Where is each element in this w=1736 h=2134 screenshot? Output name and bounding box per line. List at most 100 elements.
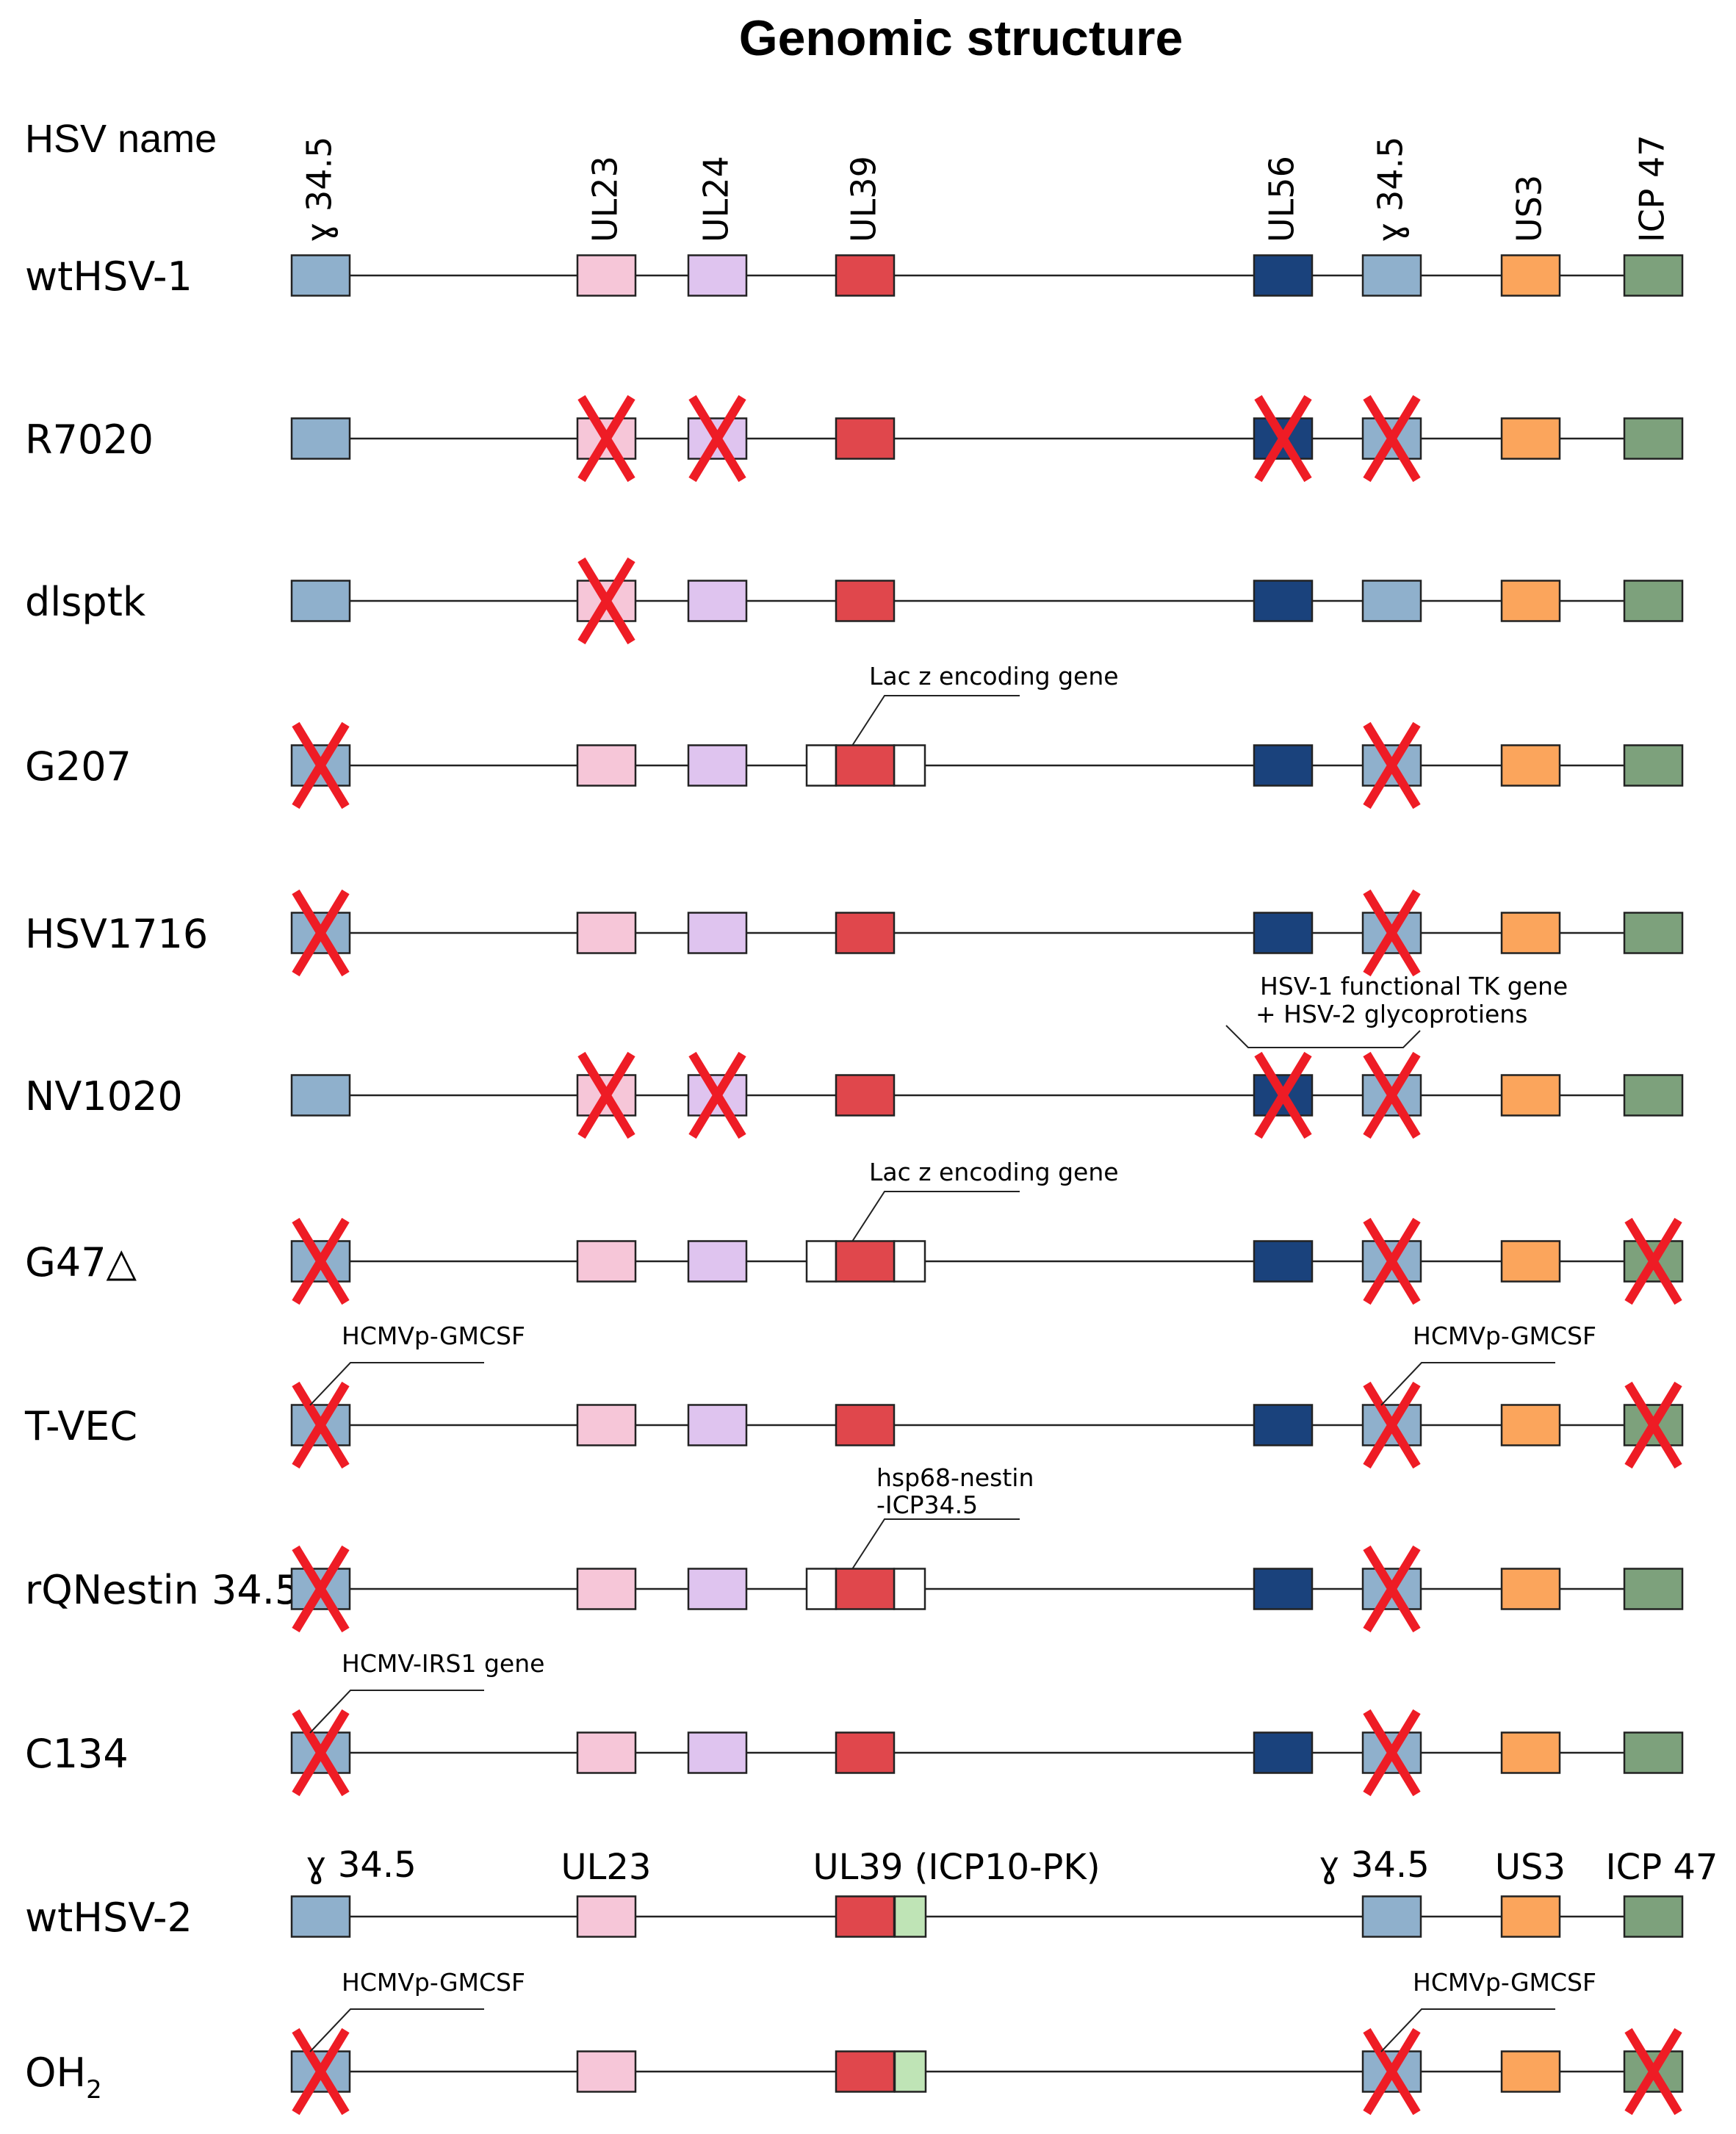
hsv1-gene-label: ɣ 34.5	[1371, 137, 1411, 242]
deletion-mark	[577, 1051, 635, 1139]
gene-box-us3	[1500, 744, 1561, 787]
gene-box-g1	[290, 417, 351, 460]
deletion-mark	[292, 1217, 350, 1305]
insert-flank-right	[893, 1568, 926, 1610]
genome-row: HSV1716	[25, 889, 1684, 977]
annotation-text: HCMVp-GMCSF	[342, 1322, 525, 1350]
gene-box-icp10pk	[893, 2050, 927, 2093]
gene-box-us3	[1500, 1074, 1561, 1117]
deletion-mark	[292, 1381, 350, 1469]
deletion-mark	[292, 1545, 350, 1633]
deletion-mark	[1363, 2027, 1421, 2116]
genome-row: T-VEC HCMVp-GMCSF HCMVp-GMCSF	[24, 1322, 1684, 1469]
deletion-mark	[1363, 1051, 1421, 1139]
hsv-name: T-VEC	[24, 1403, 137, 1449]
genome-row: G47△Lac z encoding gene	[25, 1158, 1684, 1305]
insert-flank-left	[805, 1240, 838, 1283]
gene-box-g2	[1361, 744, 1422, 787]
gene-box-ul56	[1253, 1568, 1314, 1610]
gene-box-icp47	[1623, 1074, 1684, 1117]
annotation-leader	[851, 1518, 1020, 1570]
annotation-text: HCMVp-GMCSF	[1413, 1968, 1596, 1997]
gene-box-g2	[1361, 1895, 1422, 1938]
deletion-mark	[292, 721, 350, 810]
gene-box-ul39	[835, 2050, 896, 2093]
hsv2-gene-label: US3	[1495, 1847, 1566, 1888]
hsv-name: wtHSV-1	[25, 253, 192, 300]
hsv2-gene-label: ɣ 34.5	[306, 1845, 417, 1886]
deletion-mark	[292, 1709, 350, 1797]
gene-box-ul23	[576, 1404, 637, 1446]
gene-box-ul23	[576, 1240, 637, 1283]
gene-box-ul56	[1253, 1404, 1314, 1446]
annotation-text: HCMV-IRS1 gene	[342, 1649, 544, 1678]
deletion-mark	[1624, 1217, 1682, 1305]
hsv1-gene-label: UL39	[844, 156, 884, 242]
gene-box-ul24	[687, 1731, 748, 1774]
annotation-leader	[1380, 2008, 1555, 2052]
gene-box-ul24	[687, 1240, 748, 1283]
gene-box-icp47	[1623, 580, 1684, 622]
hsv-name: OH2	[25, 2050, 102, 2105]
annotation-leader	[851, 695, 1020, 746]
deletion-mark	[1363, 394, 1421, 483]
gene-box-ul56	[1253, 744, 1314, 787]
gene-box-ul24	[687, 912, 748, 954]
gene-box-ul39	[835, 1568, 896, 1610]
gene-box-ul23	[576, 744, 637, 787]
hsv-name: wtHSV-2	[25, 1895, 192, 1941]
gene-box-ul56	[1253, 912, 1314, 954]
hsv-name: dlsptk	[25, 579, 146, 625]
annotation-text: + HSV-2 glycoprotiens	[1256, 1000, 1527, 1028]
gene-box-us3	[1500, 1731, 1561, 1774]
insert-flank-left	[805, 744, 838, 787]
deletion-mark	[1254, 394, 1312, 483]
hsv1-gene-label: ɣ 34.5	[300, 137, 339, 242]
hsv2-gene-label: UL23	[561, 1847, 652, 1888]
hsv-name: R7020	[25, 417, 154, 463]
annotation-leader	[309, 2008, 484, 2052]
gene-box-g1	[290, 1074, 351, 1117]
gene-box-ul56	[1253, 254, 1314, 297]
gene-box-g1	[290, 254, 351, 297]
insert-flank-left	[805, 1568, 838, 1610]
gene-box-icp47	[1623, 417, 1684, 460]
gene-box-us3	[1500, 1404, 1561, 1446]
hsv-name: rQNestin 34.5	[25, 1567, 300, 1613]
deletion-mark	[577, 557, 635, 645]
annotation-text: HCMVp-GMCSF	[342, 1968, 525, 1997]
annotation-leader	[1380, 1362, 1555, 1406]
gene-box-ul39	[835, 744, 896, 787]
gene-box-g2	[1361, 912, 1422, 954]
hsv-name: HSV1716	[25, 911, 208, 957]
deletion-mark	[1363, 1381, 1421, 1469]
annotation-leader	[309, 1362, 484, 1406]
gene-box-ul23	[576, 1895, 637, 1938]
hsv-name: G47△	[25, 1239, 137, 1286]
deletion-mark	[1624, 1381, 1682, 1469]
hsv1-gene-label: US3	[1510, 175, 1549, 242]
gene-box-us3	[1500, 580, 1561, 622]
hsv2-gene-label: ICP 47	[1606, 1847, 1718, 1888]
gene-box-us3	[1500, 1240, 1561, 1283]
genome-row: R7020	[25, 394, 1684, 483]
annotation-leader	[309, 1690, 484, 1734]
hsv2-gene-label: UL39 (ICP10-PK)	[813, 1847, 1100, 1888]
gene-box-ul56	[1253, 1240, 1314, 1283]
gene-box-us3	[1500, 2050, 1561, 2093]
gene-box-g1	[290, 1895, 351, 1938]
gene-box-ul23	[576, 1731, 637, 1774]
gene-box-g2	[1361, 580, 1422, 622]
diagram-title: Genomic structure	[739, 10, 1184, 66]
gene-box-icp47	[1623, 744, 1684, 787]
deletion-mark	[1363, 1545, 1421, 1633]
gene-box-us3	[1500, 912, 1561, 954]
gene-box-ul24	[687, 1568, 748, 1610]
deletion-mark	[1363, 721, 1421, 810]
annotation-text: HCMVp-GMCSF	[1413, 1322, 1596, 1350]
gene-box-icp47	[1623, 254, 1684, 297]
gene-box-icp47	[1623, 1895, 1684, 1938]
